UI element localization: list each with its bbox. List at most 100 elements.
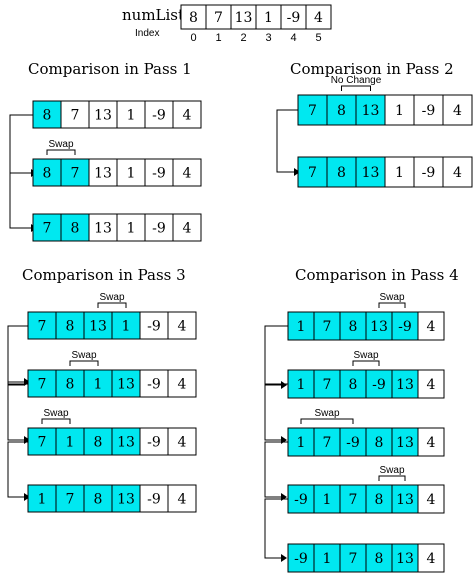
swap-label: Swap — [71, 350, 96, 361]
array-cell-value: 7 — [323, 319, 332, 335]
array-cell-value: 1 — [395, 165, 404, 181]
array-cell — [339, 484, 367, 514]
array-cell — [144, 100, 174, 129]
array-cell — [111, 369, 141, 398]
array-cell — [365, 484, 393, 514]
array-cell-value: 7 — [66, 492, 75, 508]
array-cell — [287, 484, 315, 514]
array-cell-value: -9 — [147, 435, 161, 451]
pass-4-connector — [264, 325, 288, 562]
array-cell — [32, 100, 62, 129]
array-cell-value: 8 — [349, 319, 358, 335]
array-cell-value: -9 — [346, 435, 360, 451]
array-cell-value: 1 — [395, 103, 404, 119]
array-cell — [417, 311, 445, 341]
array-cell — [391, 484, 419, 514]
array-cell-value: 4 — [178, 492, 187, 508]
array-cell — [144, 158, 174, 187]
array-cell-value: 7 — [38, 435, 47, 451]
header-cell — [230, 4, 257, 30]
array-cell-value: 4 — [427, 492, 436, 508]
comparison-bracket — [300, 418, 354, 424]
header-cell — [205, 4, 232, 30]
array-cell-value: 7 — [308, 103, 317, 119]
swap-label: Swap — [379, 465, 404, 476]
array-cell-value: 13 — [370, 319, 388, 335]
array-cell — [60, 213, 90, 242]
header-cell — [280, 4, 307, 30]
array-cell-value: 8 — [337, 103, 346, 119]
index-label: Index — [135, 28, 159, 39]
comparison-bracket — [46, 149, 76, 155]
array-cell — [365, 427, 393, 457]
array-cell — [167, 484, 197, 513]
array-cell — [83, 369, 113, 398]
array-cell — [339, 427, 367, 457]
array-cell-value: -9 — [152, 108, 166, 124]
array-cell-value: 13 — [362, 103, 380, 119]
array-cell-value: 8 — [71, 221, 80, 237]
header-cell-value: 13 — [235, 10, 253, 26]
array-cell-value: 4 — [427, 435, 436, 451]
header-cell — [305, 4, 332, 30]
header-cell-value: 4 — [314, 10, 323, 26]
array-cell-value: 8 — [375, 492, 384, 508]
header-index: 2 — [240, 32, 246, 44]
array-cell-value: 7 — [43, 221, 52, 237]
array-cell — [139, 369, 169, 398]
swap-label: Swap — [353, 350, 378, 361]
array-cell — [172, 213, 202, 242]
header-index: 0 — [190, 32, 196, 44]
array-cell-value: 7 — [308, 165, 317, 181]
array-cell-value: 8 — [94, 492, 103, 508]
array-cell — [417, 543, 445, 573]
header-cell — [180, 4, 207, 30]
array-cell — [442, 156, 473, 188]
array-cell — [116, 158, 146, 187]
comparison-bracket — [352, 360, 380, 366]
array-cell-value: 1 — [297, 319, 306, 335]
array-cell-value: 7 — [349, 551, 358, 567]
array-cell-value: 8 — [375, 551, 384, 567]
array-cell — [417, 427, 445, 457]
array-cell-value: -9 — [152, 221, 166, 237]
array-cell-value: 13 — [94, 108, 112, 124]
array-cell-value: 8 — [349, 377, 358, 393]
array-cell-value: 13 — [396, 492, 414, 508]
comparison-bracket — [378, 302, 406, 308]
comparison-bracket — [341, 85, 371, 91]
pass-3-connector — [7, 325, 30, 501]
array-cell-value: 13 — [94, 221, 112, 237]
array-cell — [417, 369, 445, 399]
header-cell-value: -9 — [287, 10, 301, 26]
array-cell-value: 8 — [337, 165, 346, 181]
array-cell-value: 4 — [183, 221, 192, 237]
array-cell-value: 13 — [396, 377, 414, 393]
array-cell — [139, 311, 169, 340]
pass-2-title: Comparison in Pass 2 — [290, 60, 454, 78]
array-cell-value: 1 — [297, 435, 306, 451]
swap-label: Swap — [99, 292, 124, 303]
array-cell — [391, 543, 419, 573]
swap-label: Swap — [314, 408, 339, 419]
array-cell-value: 13 — [396, 435, 414, 451]
array-cell-value: -9 — [152, 166, 166, 182]
array-cell-value: 8 — [66, 319, 75, 335]
array-cell — [167, 427, 197, 456]
header-cell-value: 7 — [214, 10, 223, 26]
array-cell — [111, 427, 141, 456]
array-cell-value: 7 — [323, 435, 332, 451]
array-cell — [116, 213, 146, 242]
array-cell-value: -9 — [294, 551, 308, 567]
array-cell-value: -9 — [147, 492, 161, 508]
array-cell — [297, 94, 328, 126]
